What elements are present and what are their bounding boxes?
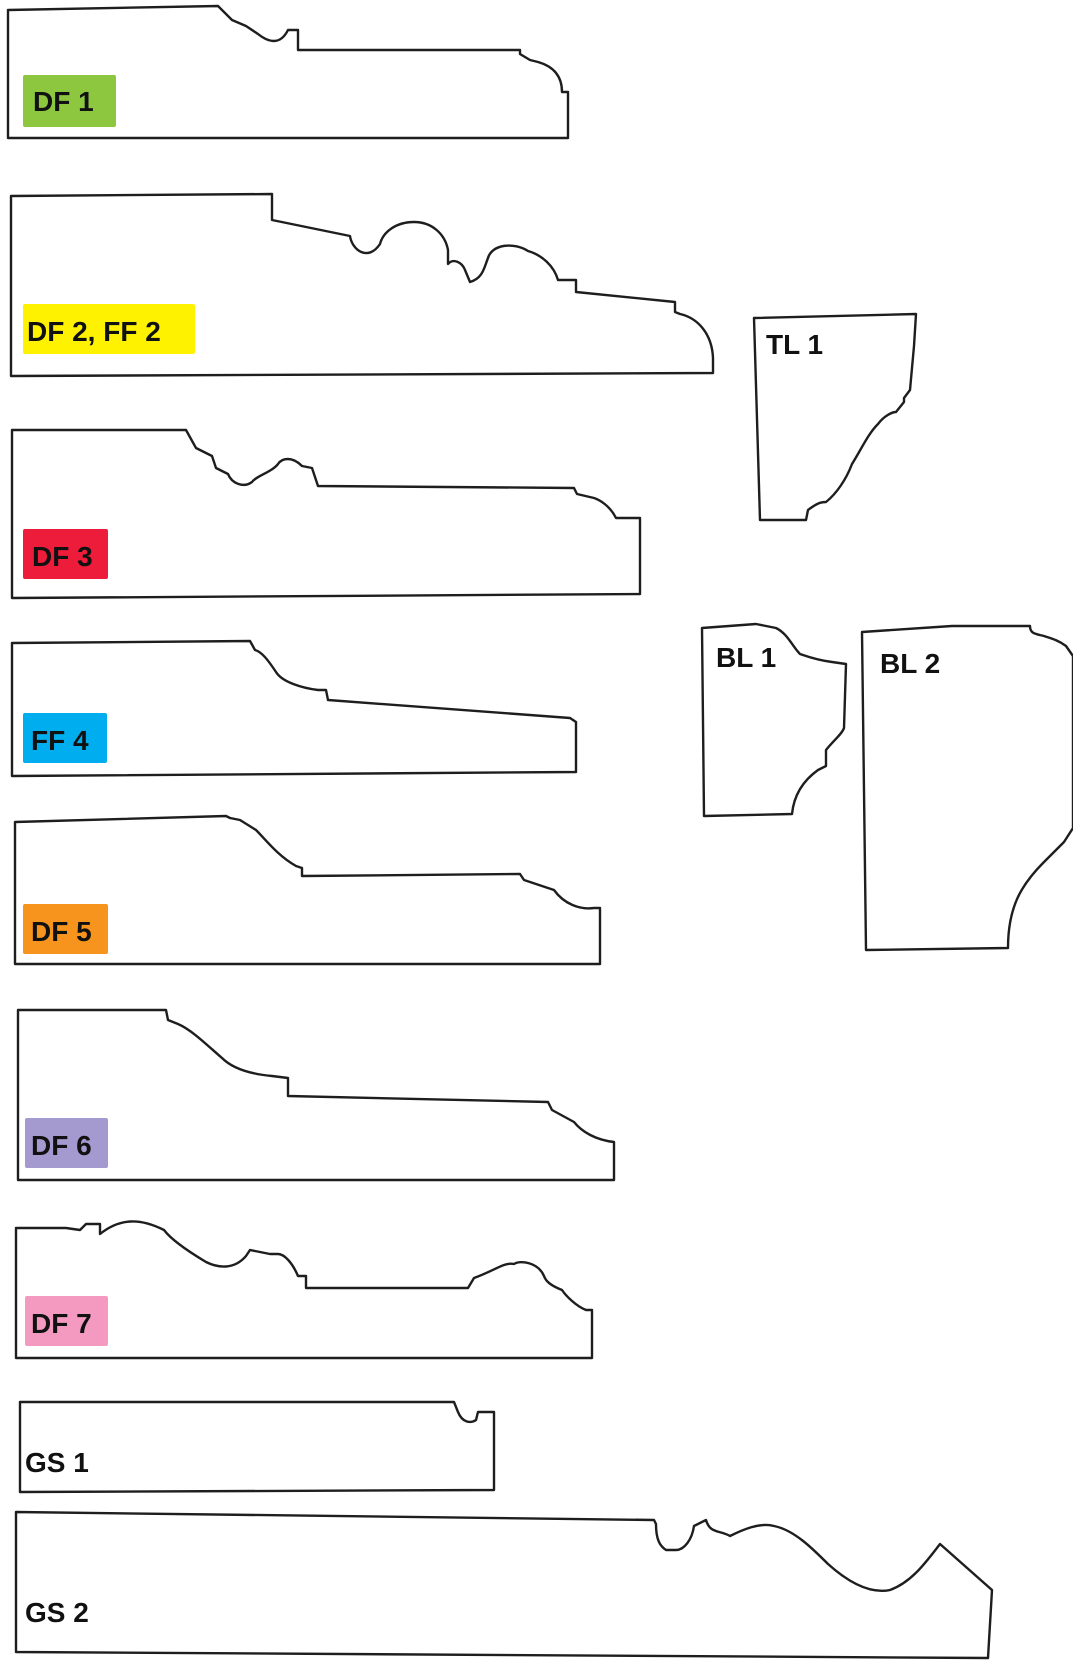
df3-outline xyxy=(10,428,642,600)
df6-label-background xyxy=(25,1118,108,1168)
bl2-outline xyxy=(860,624,1073,952)
df3-label-background xyxy=(23,529,108,579)
df1-label: DF 1 xyxy=(33,86,94,117)
df2-label-background xyxy=(23,304,195,354)
tl1-outline xyxy=(752,312,918,522)
profile-df5: DF 5 xyxy=(13,814,602,966)
df7-outline xyxy=(14,1220,594,1360)
profile-ff4: FF 4 xyxy=(10,639,578,778)
profile-df3: DF 3 xyxy=(10,428,642,600)
df7-label-background xyxy=(25,1296,108,1346)
ff4-label: FF 4 xyxy=(31,725,89,756)
df5-label: DF 5 xyxy=(31,916,92,947)
df5-outline xyxy=(13,814,602,966)
ff4-label-background xyxy=(23,713,107,763)
bl2-label: BL 2 xyxy=(880,648,940,679)
df7-label: DF 7 xyxy=(31,1308,92,1339)
tl1-label: TL 1 xyxy=(766,329,823,360)
bl1-outline xyxy=(700,622,848,818)
profile-tl1: TL 1 xyxy=(752,312,918,522)
gs1-label: GS 1 xyxy=(25,1447,89,1478)
df1-outline xyxy=(6,4,570,140)
profile-df7: DF 7 xyxy=(14,1220,594,1360)
profile-df1: DF 1 xyxy=(6,4,570,140)
df5-label-background xyxy=(23,904,108,954)
df6-outline xyxy=(16,1008,616,1182)
profile-gs1: GS 1 xyxy=(18,1400,496,1494)
profile-bl1: BL 1 xyxy=(700,622,848,818)
profile-df2: DF 2, FF 2 xyxy=(9,192,715,378)
df2-label: DF 2, FF 2 xyxy=(27,316,161,347)
df6-label: DF 6 xyxy=(31,1130,92,1161)
bl1-label: BL 1 xyxy=(716,642,776,673)
gs1-outline xyxy=(18,1400,496,1494)
gs2-label: GS 2 xyxy=(25,1597,89,1628)
gs2-outline xyxy=(14,1510,994,1660)
df1-label-background xyxy=(23,75,116,127)
profile-gs2: GS 2 xyxy=(14,1510,994,1660)
ff4-outline xyxy=(10,639,578,778)
profile-bl2: BL 2 xyxy=(860,624,1073,952)
profile-df6: DF 6 xyxy=(16,1008,616,1182)
df2-outline xyxy=(9,192,715,378)
df3-label: DF 3 xyxy=(32,541,93,572)
